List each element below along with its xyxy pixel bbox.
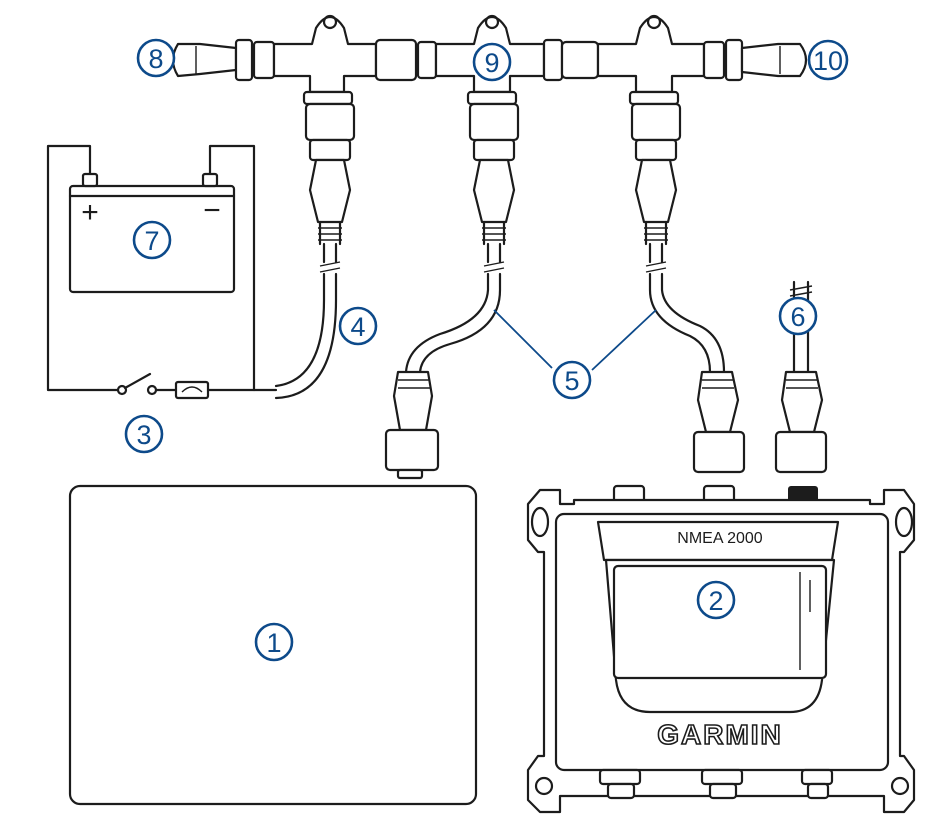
terminator-left — [171, 38, 276, 82]
callout-9-label: 9 — [484, 48, 499, 78]
callout-10: 10 — [807, 39, 849, 81]
backbone-cable-segment-1 — [374, 38, 438, 82]
callout-5-leader-lines — [493, 309, 657, 371]
callout-8-label: 8 — [148, 44, 163, 74]
callout-1: 1 — [254, 622, 294, 662]
callout-6: 6 — [778, 296, 818, 336]
y-cable-drop-3 — [630, 102, 746, 474]
tee-connector-1 — [272, 14, 378, 106]
callout-4-label: 4 — [350, 312, 365, 342]
nmea-backbone — [171, 14, 808, 106]
device-bottom-connectors — [598, 768, 834, 800]
callout-7-label: 7 — [144, 226, 159, 256]
callout-8: 8 — [136, 38, 176, 78]
callout-5-label: 5 — [564, 366, 579, 396]
callout-10-label: 10 — [813, 46, 843, 76]
callout-3-label: 3 — [136, 420, 151, 450]
switch — [116, 372, 178, 396]
battery-positive-symbol: + — [81, 196, 99, 229]
callout-6-label: 6 — [790, 302, 805, 332]
nmea-2000-port-label: NMEA 2000 — [677, 530, 762, 547]
fuse — [174, 380, 256, 400]
garmin-device: NMEA 2000 GARMIN — [526, 484, 916, 814]
power-cable — [274, 102, 356, 400]
callout-7: 7 — [132, 220, 172, 260]
tee-connector-3 — [596, 14, 706, 106]
callout-3: 3 — [124, 414, 164, 454]
callout-2: 2 — [696, 580, 736, 620]
callout-9: 9 — [472, 42, 512, 82]
terminator-right — [702, 38, 808, 82]
battery-negative-symbol: − — [203, 194, 221, 227]
battery-circuit: + − — [46, 144, 278, 400]
callout-2-label: 2 — [708, 586, 723, 616]
callout-1-label: 1 — [266, 628, 281, 658]
y-cable-drop-2 — [384, 102, 520, 480]
callout-5: 5 — [552, 360, 592, 400]
backbone-cable-segment-2 — [542, 38, 600, 82]
garmin-brand-logo: GARMIN — [657, 719, 783, 750]
callout-4: 4 — [338, 306, 378, 346]
cable-6 — [774, 280, 828, 474]
